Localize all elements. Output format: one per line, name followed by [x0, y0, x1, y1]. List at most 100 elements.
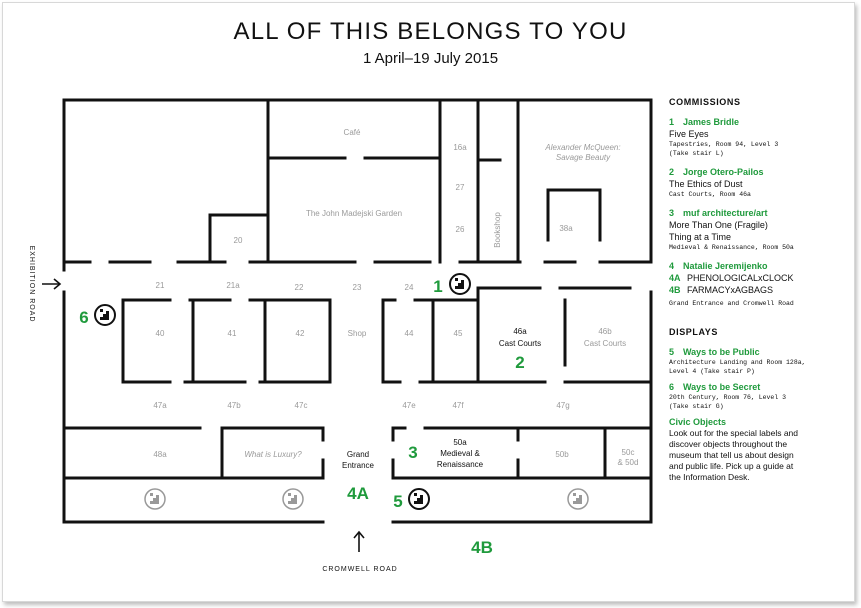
room-label-garden: The John Madejski Garden — [306, 209, 402, 218]
legend-item: 6 Ways to be Secret 20th Century, Room 76… — [669, 381, 849, 411]
room-label-grand-entrance-sub: Entrance — [342, 461, 375, 470]
legend-location: Architecture Landing and Room 128a, — [669, 359, 806, 366]
legend-name: Jorge Otero-Pailos — [683, 167, 764, 177]
room-label-21: 21 — [156, 281, 165, 290]
legend-title: More Than One (Fragile) — [669, 220, 768, 230]
civic-heading: Civic Objects — [669, 417, 727, 427]
legend-name: muf architecture/art — [683, 208, 768, 218]
legend-title: The Ethics of Dust — [669, 179, 743, 189]
room-label-44: 44 — [405, 329, 414, 338]
legend-num: 4 — [669, 261, 675, 271]
marker-2: 2 — [515, 353, 524, 372]
stair-icon — [449, 273, 471, 295]
legend-location: Grand Entrance and Cromwell Road — [669, 300, 794, 307]
room-label-40: 40 — [156, 329, 165, 338]
page-title: ALL OF THIS BELONGS TO YOU — [233, 18, 628, 45]
legend-location: Medieval & Renaissance, Room 50a — [669, 244, 794, 251]
civic-text: discover objects throughout the — [669, 439, 788, 449]
building-walls — [62, 98, 653, 524]
legend-title: Five Eyes — [669, 129, 709, 139]
room-label-27: 27 — [456, 183, 465, 192]
marker-5: 5 — [393, 492, 402, 511]
legend-title: FARMACYxAGBAGS — [687, 285, 774, 295]
room-label-48a: 48a — [153, 450, 167, 459]
room-label-46b-sub: Cast Courts — [584, 339, 626, 348]
civic-text: the Information Desk. — [669, 472, 750, 482]
stair-icon — [94, 304, 116, 326]
room-label-50c: 50c — [622, 448, 635, 457]
room-label-26: 26 — [456, 225, 465, 234]
room-label-47a: 47a — [153, 401, 167, 410]
legend-num: 3 — [669, 208, 675, 218]
legend-num: 4A — [669, 273, 681, 283]
stair-icon — [144, 488, 166, 510]
room-label-47f: 47f — [452, 401, 464, 410]
civic-text: and public life. Pick up a guide at — [669, 461, 794, 471]
room-label-23: 23 — [353, 283, 362, 292]
legend-name: James Bridle — [683, 117, 740, 127]
room-label-42: 42 — [296, 329, 305, 338]
legend-location: (Take stair L) — [669, 150, 724, 157]
room-label-50a-sub2: Renaissance — [437, 460, 484, 469]
legend-title: Thing at a Time — [669, 232, 732, 242]
room-label-50c-sub: & 50d — [618, 458, 639, 467]
road-label-cromwell: CROMWELL ROAD — [322, 566, 397, 573]
room-label-41: 41 — [228, 329, 237, 338]
stair-markers — [94, 273, 589, 510]
legend-location: Level 4 (Take stair P) — [669, 368, 755, 375]
legend-num: 5 — [669, 347, 675, 357]
room-label-16a: 16a — [453, 143, 467, 152]
legend-num: 4B — [669, 285, 681, 295]
legend-title: PHENOLOGICALxCLOCK — [687, 273, 794, 283]
room-label-46a-sub: Cast Courts — [499, 339, 541, 348]
legend-item: 4 Natalie Jeremijenko 4A PHENOLOGICALxCLOC… — [669, 260, 849, 308]
legend-location: (Take stair G) — [669, 403, 724, 410]
stair-icon — [567, 488, 589, 510]
room-label-50a: 50a — [453, 438, 467, 447]
room-label-cafe: Café — [344, 128, 361, 137]
legend-location: 20th Century, Room 76, Level 3 — [669, 394, 787, 401]
page-dates: 1 April–19 July 2015 — [362, 50, 499, 67]
room-label-46a: 46a — [513, 327, 527, 336]
legend-name: Natalie Jeremijenko — [683, 261, 768, 271]
room-label-22: 22 — [295, 283, 304, 292]
marker-4b: 4B — [471, 538, 493, 557]
legend-item: 3 muf architecture/art More Than One (Fra… — [669, 207, 849, 252]
room-label-50b: 50b — [555, 450, 569, 459]
legend-num: 6 — [669, 382, 675, 392]
road-label-exhibition: EXHIBITION ROAD — [28, 246, 35, 323]
room-label-mcqueen-1: Alexander McQueen: — [544, 143, 620, 152]
room-labels: Café The John Madejski Garden 16a 27 26 … — [153, 128, 638, 470]
commission-markers: 1 2 3 4A 4B 5 6 — [79, 277, 524, 557]
displays-heading: DISPLAYS — [669, 327, 718, 337]
stair-icon — [282, 488, 304, 510]
room-label-38a: 38a — [559, 224, 573, 233]
room-label-45: 45 — [454, 329, 463, 338]
room-label-47e: 47e — [402, 401, 416, 410]
room-label-50a-sub1: Medieval & — [440, 449, 480, 458]
legend-location: Cast Courts, Room 46a — [669, 191, 751, 198]
room-label-grand-entrance: Grand — [347, 450, 369, 459]
civic-text: Look out for the special labels and — [669, 428, 799, 438]
civic-text: museum that tell us about design — [669, 450, 794, 460]
legend-name: Ways to be Public — [683, 347, 760, 357]
room-label-luxury: What is Luxury? — [244, 450, 302, 459]
room-label-shop: Shop — [348, 329, 367, 338]
stair-icon — [408, 488, 430, 510]
room-label-46b: 46b — [598, 327, 612, 336]
legend-item: 2 Jorge Otero-Pailos The Ethics of Dust C… — [669, 166, 849, 199]
commissions-heading: COMMISSIONS — [669, 97, 741, 107]
marker-1: 1 — [433, 277, 442, 296]
room-label-mcqueen-2: Savage Beauty — [556, 153, 611, 162]
room-label-24: 24 — [405, 283, 414, 292]
room-label-47b: 47b — [227, 401, 241, 410]
legend-num: 2 — [669, 167, 675, 177]
entrance-arrows — [42, 278, 365, 552]
marker-4a: 4A — [347, 484, 369, 503]
room-label-47c: 47c — [295, 401, 308, 410]
legend-location: Tapestries, Room 94, Level 3 — [669, 141, 779, 148]
legend-name: Ways to be Secret — [683, 382, 761, 392]
